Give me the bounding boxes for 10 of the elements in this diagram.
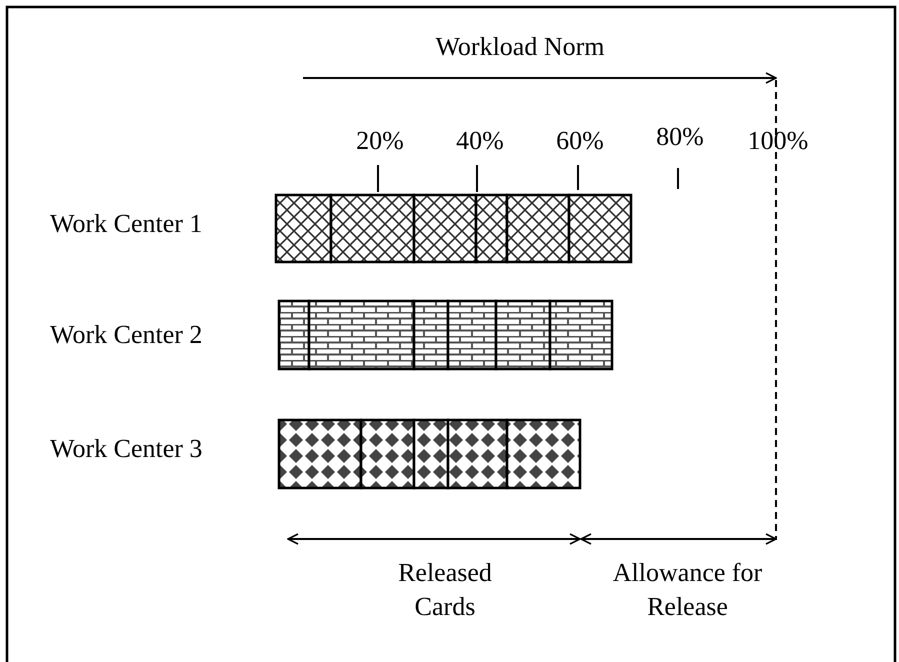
range-label: Allowance for Release (612, 557, 764, 623)
tick-label: 80% (655, 121, 705, 153)
tick-label: 40% (455, 125, 505, 157)
range-label: Released Cards (397, 557, 493, 623)
tick-label: 60% (555, 125, 605, 157)
axis-title: Workload Norm (434, 31, 606, 63)
row-label: Work Center 3 (50, 433, 204, 465)
tick-label: 20% (355, 125, 405, 157)
row-label: Work Center 2 (50, 319, 204, 351)
row-label: Work Center 1 (50, 208, 204, 240)
